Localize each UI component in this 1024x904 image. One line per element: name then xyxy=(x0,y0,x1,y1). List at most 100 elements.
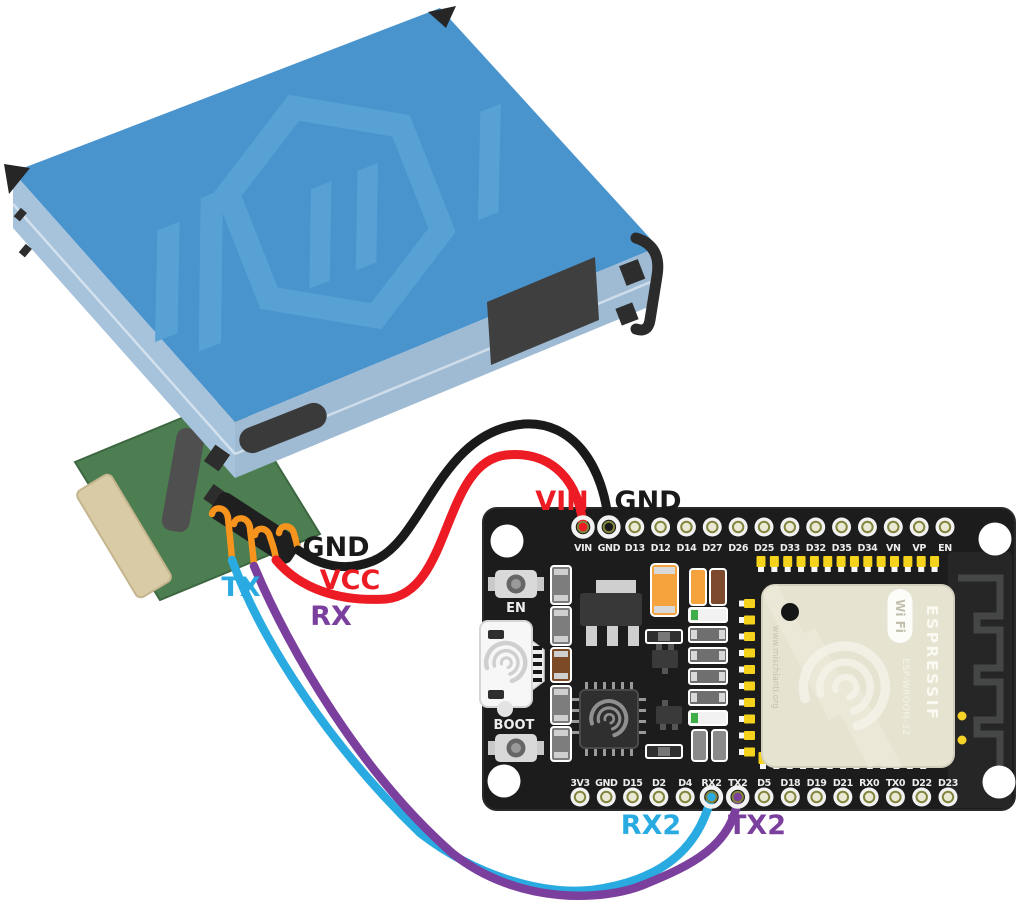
solder-pad xyxy=(916,556,926,567)
label-rx: RX xyxy=(310,601,352,632)
pin-VIN[interactable] xyxy=(571,515,595,539)
module-model-text: ESP-WROOM-32 xyxy=(900,658,910,735)
castellated-pads-top xyxy=(756,556,940,572)
solder-pad-tip xyxy=(760,764,766,769)
solder-pad xyxy=(796,556,806,567)
connected-pin-rings xyxy=(571,515,750,809)
pin-label-TX2: TX2 xyxy=(728,778,747,789)
wires xyxy=(227,419,743,901)
pin-label-D35: D35 xyxy=(832,543,852,554)
pin-label-EN: EN xyxy=(938,543,952,554)
pin-hole-D14 xyxy=(680,520,693,534)
pin-hole-D21 xyxy=(836,790,850,804)
pin-hole-D22 xyxy=(915,790,928,804)
pin-GND[interactable] xyxy=(597,515,621,539)
small-components xyxy=(645,629,683,759)
solder-pad xyxy=(823,556,833,567)
pin-label-D33: D33 xyxy=(780,543,800,554)
solder-pad xyxy=(744,681,755,691)
solder-pad xyxy=(903,556,913,567)
solder-pad-tip xyxy=(739,666,744,673)
solder-pad xyxy=(744,615,755,625)
pin-hole-D18 xyxy=(784,790,797,804)
screw-hole xyxy=(615,302,639,326)
solder-pad-tip xyxy=(891,567,898,572)
screw-hole xyxy=(13,207,27,222)
solder-pad-tip xyxy=(758,567,764,572)
pin-label-VIN: VIN xyxy=(574,543,592,554)
sensor-air-inlet xyxy=(487,257,599,365)
solder-pad-tip xyxy=(739,716,744,722)
pin-hole-VP xyxy=(912,520,926,534)
solder-pad-tip xyxy=(811,567,818,572)
solder-pad-tip xyxy=(904,567,911,572)
screw-hole xyxy=(203,484,227,508)
pin-hole-D23 xyxy=(941,790,955,804)
sensor-leg xyxy=(161,427,205,533)
en-button[interactable] xyxy=(488,570,544,598)
pin-label-D14: D14 xyxy=(676,543,697,554)
pin-label-D26: D26 xyxy=(728,543,749,554)
pin-hole-GND xyxy=(602,520,616,534)
screw-hole xyxy=(619,259,646,286)
solder-pad xyxy=(744,648,755,658)
solder-pad-tip xyxy=(739,732,744,739)
wifi-logo: Wi Fi xyxy=(887,589,913,643)
esp-wroom-32-module: Wi Fi ESPRESSIF ESP-WROOM-32 www.mischia… xyxy=(761,584,955,768)
hook-rx xyxy=(230,515,258,570)
mounting-hole xyxy=(490,524,524,558)
module-watermark-text: www.mischianti.org xyxy=(770,625,780,708)
solder-pad-tip xyxy=(739,600,744,607)
pin-hole-TX0 xyxy=(889,790,902,804)
solder-pad-tip xyxy=(739,633,744,640)
pin-hole-D33 xyxy=(783,520,797,534)
castellated-pads-left xyxy=(739,599,755,757)
resistor-column xyxy=(550,565,572,762)
mounting-hole xyxy=(982,765,1016,799)
solder-pad xyxy=(744,698,755,707)
solder-pad xyxy=(849,556,859,567)
pin-RX2[interactable] xyxy=(699,785,724,809)
boot-button[interactable] xyxy=(488,734,544,762)
pin-hole-VIN xyxy=(576,520,590,534)
hook-vcc xyxy=(251,525,280,564)
pin-label-D21: D21 xyxy=(833,778,853,789)
pin-hole-3V3 xyxy=(573,790,587,804)
solder-pad-tip xyxy=(824,567,831,572)
pin-hole-RX2 xyxy=(705,790,718,804)
pin-label-RX2: RX2 xyxy=(701,778,721,789)
pin-hole-D2 xyxy=(652,790,666,804)
pin-label-GND: GND xyxy=(595,778,618,789)
pin-hole-D19 xyxy=(810,790,823,804)
usb-connector[interactable] xyxy=(479,620,545,717)
pin-label-D18: D18 xyxy=(780,778,801,789)
pin-label-D2: D2 xyxy=(652,778,666,789)
sensor-left-face xyxy=(13,172,235,478)
pin-label-3V3: 3V3 xyxy=(570,778,589,789)
pin-hole-D5 xyxy=(757,790,771,804)
pin-label-D23: D23 xyxy=(938,778,958,789)
label-tx: TX xyxy=(221,572,260,603)
solder-pad-tip xyxy=(739,683,744,689)
solder-pad-tip xyxy=(931,567,938,572)
solder-pad-tip xyxy=(739,699,744,706)
solder-pad xyxy=(744,665,755,674)
pm-sensor-box xyxy=(4,6,664,508)
solder-pad xyxy=(930,556,940,567)
pin-label-D19: D19 xyxy=(807,778,827,789)
label-tx2: TX2 xyxy=(728,810,786,841)
pin-label-D32: D32 xyxy=(806,543,826,554)
solder-pad xyxy=(744,599,755,608)
pin-TX2[interactable] xyxy=(725,785,750,809)
pin-hole-D12 xyxy=(654,520,667,534)
solder-pad-tip xyxy=(798,567,805,572)
en-button-label: EN xyxy=(506,601,526,616)
pin-label-TX0: TX0 xyxy=(886,778,906,789)
corner-tab-top xyxy=(428,6,456,28)
corner-bracket-right xyxy=(630,232,664,336)
pin-label-RX0: RX0 xyxy=(859,778,880,789)
pin-hole-D34 xyxy=(861,520,874,534)
